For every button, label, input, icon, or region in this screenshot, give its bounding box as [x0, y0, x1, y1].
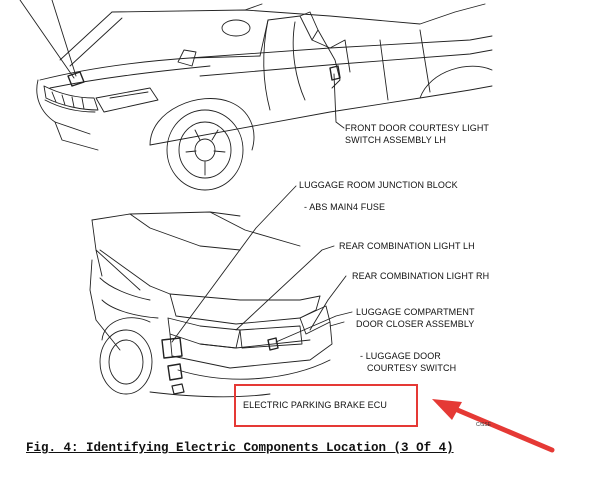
label-courtesy-switch-line2: COURTESY SWITCH	[367, 363, 457, 373]
label-rear-light-lh: REAR COMBINATION LIGHT LH	[339, 241, 475, 251]
label-front-door-switch-line1: FRONT DOOR COURTESY LIGHT	[345, 123, 490, 133]
highlight-arrow	[432, 399, 555, 453]
label-rear-light-rh: REAR COMBINATION LIGHT RH	[352, 271, 490, 281]
rear-car-illustration	[89, 211, 333, 398]
label-abs-fuse: - ABS MAIN4 FUSE	[304, 202, 386, 212]
label-parking-brake-ecu: ELECTRIC PARKING BRAKE ECU	[243, 400, 387, 410]
figure-code: C/SSE	[476, 422, 492, 428]
label-door-closer-line1: LUGGAGE COMPARTMENT	[356, 307, 475, 317]
label-front-door-switch-line2: SWITCH ASSEMBLY LH	[345, 135, 446, 145]
label-luggage-junction-block: LUGGAGE ROOM JUNCTION BLOCK	[299, 180, 458, 190]
label-courtesy-switch-line1: - LUGGAGE DOOR	[360, 351, 441, 361]
figure-caption: Fig. 4: Identifying Electric Components …	[26, 441, 454, 455]
highlight-box	[234, 384, 418, 427]
label-door-closer-line2: DOOR CLOSER ASSEMBLY	[356, 319, 475, 329]
front-car-illustration	[36, 3, 493, 191]
